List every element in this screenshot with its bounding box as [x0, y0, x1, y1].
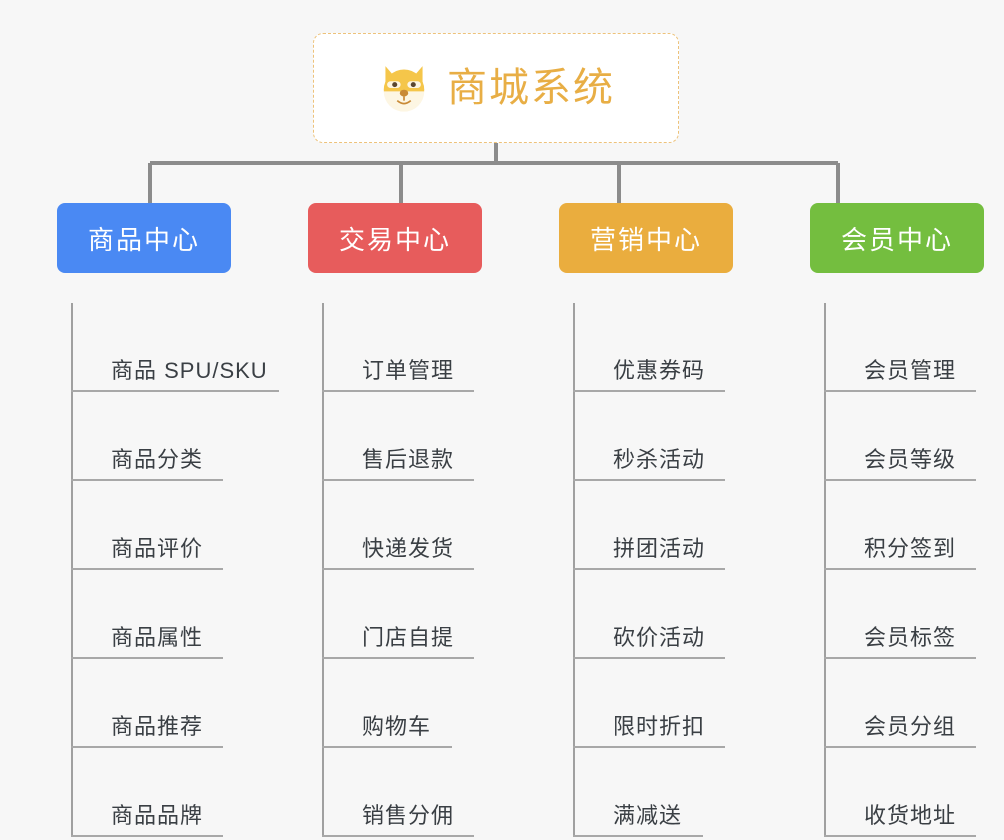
leaf-underline [71, 746, 223, 748]
leaf-item[interactable]: 销售分佣 [322, 748, 474, 837]
leaf-underline [573, 390, 725, 392]
leaf-label: 购物车 [362, 714, 432, 739]
leaf-item[interactable]: 购物车 [322, 659, 462, 748]
leaf-underline [824, 746, 976, 748]
dog-face-icon [383, 66, 425, 112]
leaf-underline [322, 657, 474, 659]
leaf-label: 订单管理 [362, 358, 455, 383]
category-label: 会员中心 [840, 224, 953, 255]
leaf-label: 满减送 [613, 803, 683, 828]
leaf-item[interactable]: 商品 SPU/SKU [71, 303, 279, 392]
column-marketing-center: 营销中心 优惠券码 秒杀活动 拼团活动 砍价活动 [502, 203, 753, 837]
leaf-label: 限时折扣 [613, 714, 706, 739]
leaf-item[interactable]: 会员管理 [824, 303, 976, 392]
leaf-list-trade-center: 订单管理 售后退款 快递发货 门店自提 购物车 [322, 303, 474, 837]
leaf-label: 商品分类 [111, 447, 204, 472]
leaf-item[interactable]: 优惠券码 [573, 303, 725, 392]
category-columns: 商品中心 商品 SPU/SKU 商品分类 商品评价 商品属性 [0, 203, 1004, 837]
leaf-underline [824, 479, 976, 481]
leaf-label: 砍价活动 [613, 625, 706, 650]
leaf-underline [573, 479, 725, 481]
leaf-label: 售后退款 [362, 447, 455, 472]
leaf-label: 积分签到 [864, 536, 957, 561]
leaf-label: 商品品牌 [111, 803, 204, 828]
leaf-underline [824, 568, 976, 570]
leaf-label: 快递发货 [362, 536, 455, 561]
leaf-item[interactable]: 商品属性 [71, 570, 231, 659]
column-member-center: 会员中心 会员管理 会员等级 积分签到 会员标签 [753, 203, 1004, 837]
leaf-underline [573, 657, 725, 659]
leaf-underline [71, 390, 279, 392]
leaf-label: 会员分组 [864, 714, 957, 739]
leaf-list-product-center: 商品 SPU/SKU 商品分类 商品评价 商品属性 商品推荐 [71, 303, 279, 837]
leaf-item[interactable]: 秒杀活动 [573, 392, 725, 481]
leaf-label: 商品评价 [111, 536, 204, 561]
leaf-trunk-line [71, 303, 73, 837]
leaf-list-member-center: 会员管理 会员等级 积分签到 会员标签 会员分组 [824, 303, 976, 837]
leaf-item[interactable]: 会员等级 [824, 392, 976, 481]
leaf-trunk-line [322, 303, 324, 837]
leaf-item[interactable]: 会员标签 [824, 570, 976, 659]
leaf-item[interactable]: 快递发货 [322, 481, 474, 570]
leaf-label: 销售分佣 [362, 803, 455, 828]
leaf-item[interactable]: 订单管理 [322, 303, 474, 392]
leaf-item[interactable]: 商品品牌 [71, 748, 231, 837]
leaf-label: 收货地址 [864, 803, 957, 828]
leaf-item[interactable]: 会员分组 [824, 659, 976, 748]
leaf-item[interactable]: 砍价活动 [573, 570, 725, 659]
leaf-item[interactable]: 门店自提 [322, 570, 474, 659]
leaf-underline [824, 835, 976, 837]
leaf-trunk-line [824, 303, 826, 837]
leaf-underline [71, 835, 223, 837]
category-header-member-center[interactable]: 会员中心 [810, 203, 984, 273]
category-label: 营销中心 [589, 224, 702, 255]
leaf-trunk-line [573, 303, 575, 837]
column-product-center: 商品中心 商品 SPU/SKU 商品分类 商品评价 商品属性 [0, 203, 279, 837]
leaf-item[interactable]: 售后退款 [322, 392, 474, 481]
leaf-label: 商品推荐 [111, 714, 204, 739]
category-label: 交易中心 [338, 224, 451, 255]
leaf-label: 商品属性 [111, 625, 204, 650]
root-node[interactable]: 商城系统 [313, 33, 679, 143]
leaf-underline [573, 746, 725, 748]
category-header-product-center[interactable]: 商品中心 [57, 203, 231, 273]
leaf-underline [322, 568, 474, 570]
leaf-label: 拼团活动 [613, 536, 706, 561]
category-header-marketing-center[interactable]: 营销中心 [559, 203, 733, 273]
leaf-item[interactable]: 积分签到 [824, 481, 976, 570]
leaf-underline [71, 657, 223, 659]
leaf-label: 商品 SPU/SKU [111, 358, 268, 383]
column-trade-center: 交易中心 订单管理 售后退款 快递发货 门店自提 [251, 203, 502, 837]
leaf-label: 会员等级 [864, 447, 957, 472]
leaf-item[interactable]: 限时折扣 [573, 659, 725, 748]
leaf-underline [824, 657, 976, 659]
root-title: 商城系统 [447, 66, 615, 110]
leaf-label: 会员标签 [864, 625, 957, 650]
leaf-list-marketing-center: 优惠券码 秒杀活动 拼团活动 砍价活动 限时折扣 [573, 303, 725, 837]
leaf-underline [71, 479, 223, 481]
leaf-underline [824, 390, 976, 392]
leaf-label: 会员管理 [864, 358, 957, 383]
leaf-underline [322, 746, 452, 748]
category-header-trade-center[interactable]: 交易中心 [308, 203, 482, 273]
category-label: 商品中心 [87, 224, 200, 255]
leaf-underline [322, 390, 474, 392]
leaf-underline [71, 568, 223, 570]
leaf-item[interactable]: 拼团活动 [573, 481, 725, 570]
leaf-underline [573, 835, 703, 837]
leaf-item[interactable]: 商品分类 [71, 392, 231, 481]
leaf-item[interactable]: 收货地址 [824, 748, 976, 837]
leaf-label: 门店自提 [362, 625, 455, 650]
leaf-underline [322, 835, 474, 837]
leaf-item[interactable]: 商品评价 [71, 481, 231, 570]
leaf-label: 秒杀活动 [613, 447, 706, 472]
leaf-item[interactable]: 满减送 [573, 748, 713, 837]
leaf-underline [573, 568, 725, 570]
leaf-item[interactable]: 商品推荐 [71, 659, 231, 748]
leaf-label: 优惠券码 [613, 358, 706, 383]
leaf-underline [322, 479, 474, 481]
